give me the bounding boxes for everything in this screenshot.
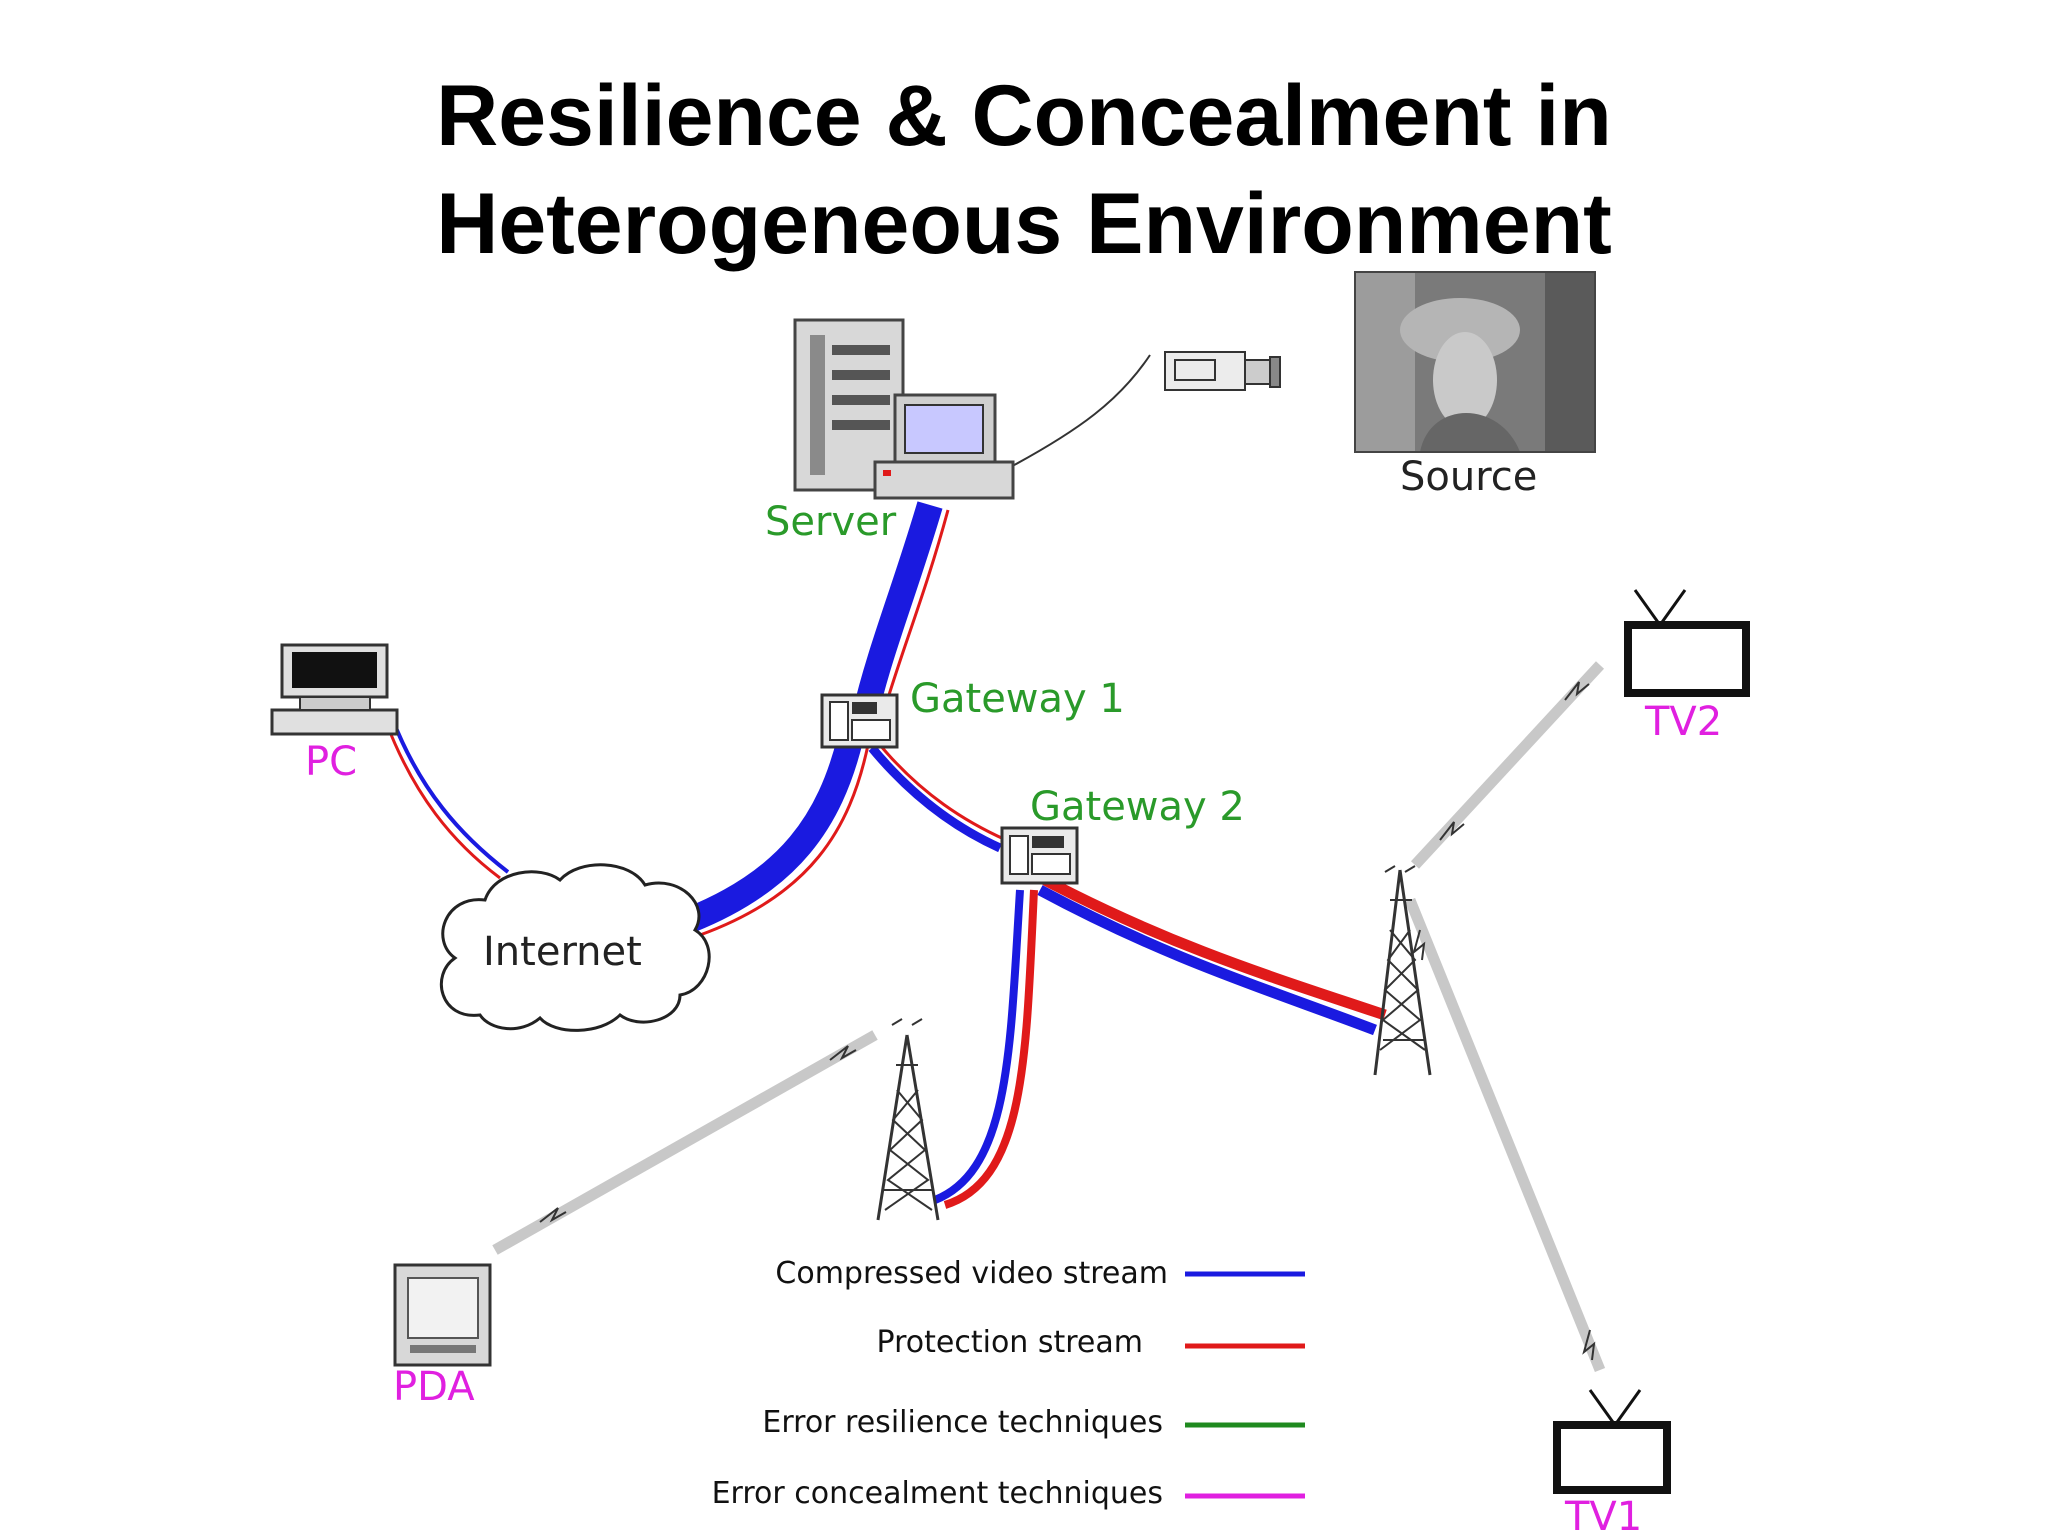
title-line-2: Heterogeneous Environment bbox=[436, 176, 1612, 272]
wireless-link-tv1 bbox=[1404, 897, 1606, 1373]
legend-label-resilience: Error resilience techniques bbox=[762, 1405, 1163, 1440]
gateway1-icon bbox=[820, 693, 899, 749]
legend-label-video: Compressed video stream bbox=[775, 1256, 1168, 1291]
tower-left-icon bbox=[876, 1018, 940, 1221]
pda-label: PDA bbox=[393, 1364, 475, 1410]
title-line-1: Resilience & Concealment in bbox=[436, 68, 1612, 164]
source-label: Source bbox=[1400, 454, 1537, 500]
link-gateway1-internet bbox=[685, 736, 870, 937]
server-label: Server bbox=[765, 499, 897, 545]
server-icon bbox=[793, 318, 1015, 500]
wireless-link-tv2 bbox=[1410, 661, 1605, 869]
link-pc-internet bbox=[384, 717, 510, 880]
link-gateway2-tower-right bbox=[1037, 875, 1387, 1036]
camera-cable bbox=[1004, 354, 1151, 471]
slide-title: Resilience & Concealment in Heterogeneou… bbox=[0, 62, 2048, 278]
tv1-label: TV1 bbox=[1564, 1494, 1642, 1536]
tv2-label: TV2 bbox=[1644, 699, 1722, 745]
internet-cloud-icon bbox=[439, 863, 711, 1032]
tower-right-icon bbox=[1373, 865, 1432, 1076]
wireless-link-pda bbox=[492, 1030, 878, 1255]
pda-icon bbox=[393, 1263, 492, 1367]
gateway2-icon bbox=[1000, 826, 1079, 885]
internet-label: Internet bbox=[483, 929, 642, 975]
legend: Compressed video stream Protection strea… bbox=[712, 1256, 1305, 1511]
pc-icon bbox=[270, 643, 399, 736]
source-image bbox=[1354, 271, 1596, 453]
legend-label-concealment: Error concealment techniques bbox=[712, 1476, 1163, 1511]
link-gateway2-tower-left bbox=[933, 889, 1038, 1209]
tv1-icon bbox=[1553, 1389, 1671, 1494]
legend-label-protection: Protection stream bbox=[877, 1325, 1143, 1360]
tv2-icon bbox=[1624, 589, 1750, 697]
camera-icon bbox=[1164, 351, 1281, 391]
pc-label: PC bbox=[305, 739, 357, 785]
gateway2-label: Gateway 2 bbox=[1030, 784, 1245, 830]
gateway1-label: Gateway 1 bbox=[910, 676, 1125, 722]
link-gateway1-gateway2 bbox=[868, 744, 1007, 853]
